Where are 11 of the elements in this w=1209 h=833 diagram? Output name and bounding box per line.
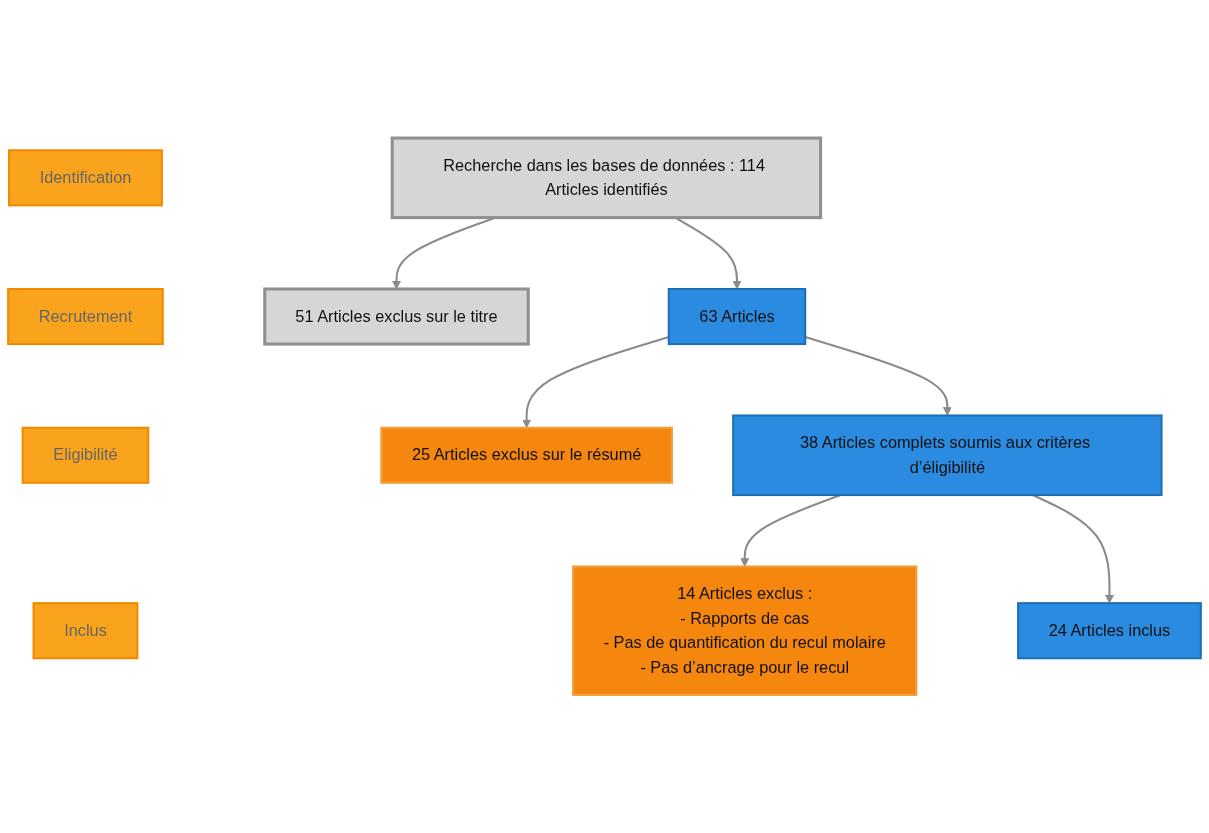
node-box: 14 Articles exclus : - Rapports de cas - Pas de quantification du recul molaire - Pas d’ancrage pour le recul: [572, 565, 918, 696]
node-box: Inclus: [32, 602, 139, 660]
node-box: Recrutement: [7, 288, 164, 346]
node-box: 38 Articles complets soumis aux critères d’éligibilité: [732, 414, 1163, 497]
node-box: Eligibilité: [21, 426, 150, 484]
node-box: 63 Articles: [667, 288, 807, 346]
node-box: 24 Articles inclus: [1017, 602, 1202, 660]
node-box: 25 Articles exclus sur le résumé: [380, 426, 673, 484]
node-box: Recherche dans les bases de données : 114 Articles identifiés: [390, 136, 823, 220]
node-box: 51 Articles exclus sur le titre: [263, 287, 530, 346]
node-box: Identification: [8, 149, 163, 207]
